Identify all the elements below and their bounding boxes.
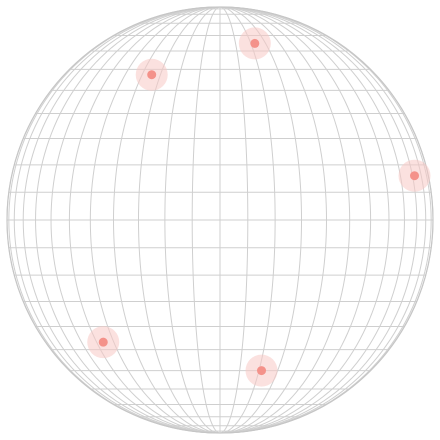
markers-layer [87, 27, 431, 387]
globe-outline [6, 6, 434, 434]
location-marker[interactable] [245, 354, 278, 387]
graticule [6, 6, 434, 434]
location-marker[interactable] [238, 27, 271, 60]
marker-dot [410, 171, 420, 181]
location-marker[interactable] [398, 159, 431, 192]
marker-dot [250, 38, 260, 48]
marker-dot [98, 337, 108, 347]
location-marker[interactable] [135, 58, 168, 91]
location-marker[interactable] [87, 326, 120, 359]
marker-dot [147, 70, 157, 80]
marker-dot [257, 366, 267, 376]
